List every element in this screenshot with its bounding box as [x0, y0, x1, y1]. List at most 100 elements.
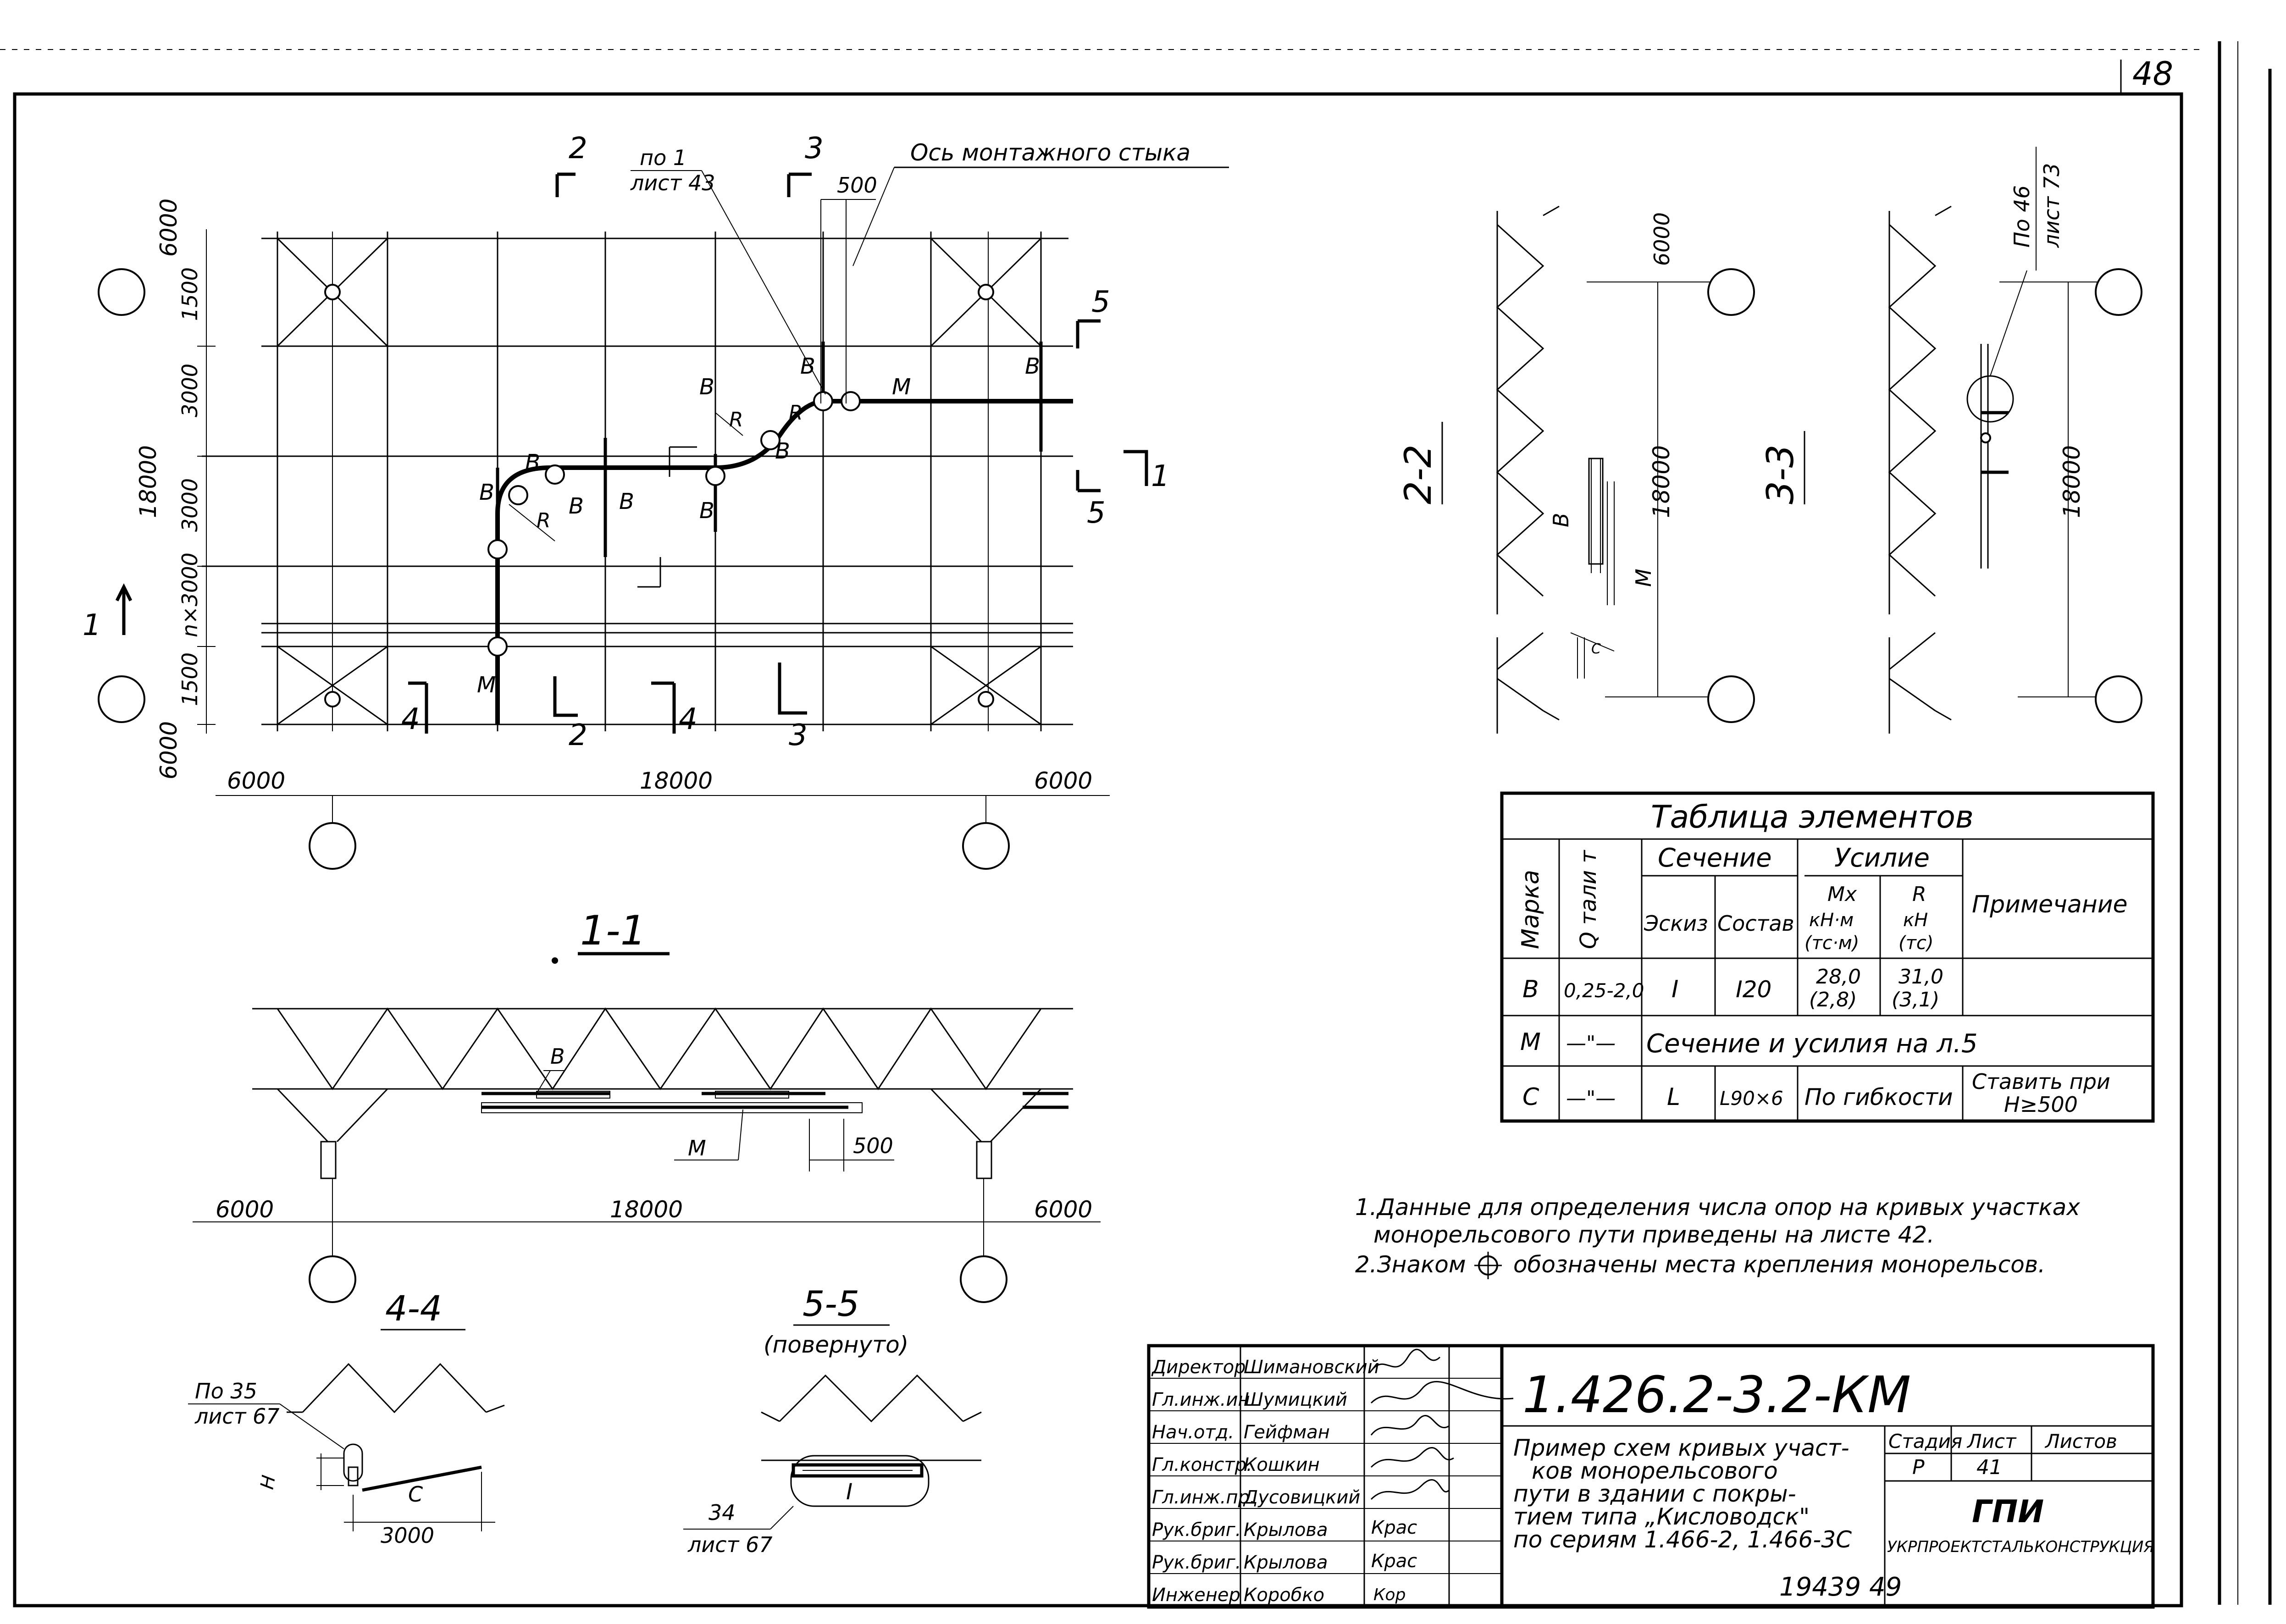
staff-name-4: Дусовицкий — [1243, 1487, 1360, 1508]
staff-role-5: Рук.бриг. — [1152, 1519, 1241, 1541]
row-c-comp: L90×6 — [1720, 1087, 1783, 1110]
label-b-9: В — [1025, 354, 1040, 379]
sheet-label: Лист — [1966, 1430, 2017, 1453]
table-header-q: Q тали т — [1576, 849, 1601, 949]
label-r-1: R — [537, 509, 551, 532]
notes: 1.Данные для определения числа опор на к… — [1355, 1194, 2080, 1279]
section-5-5-i: I — [846, 1479, 852, 1505]
section-4-4-dim: 3000 — [381, 1523, 434, 1548]
staff-name-7: Коробко — [1244, 1585, 1324, 1606]
plan-dims-bottom: 6000 18000 6000 — [216, 768, 1110, 796]
staff-name-3: Кошкин — [1244, 1454, 1320, 1475]
table-title: Таблица элементов — [1651, 799, 1974, 835]
staff-role-2: Нач.отд. — [1152, 1422, 1234, 1443]
section-4-4-ref-top: По 35 — [195, 1379, 257, 1403]
signatures: Крас Крас Кор — [1370, 1348, 1514, 1604]
section-2-2-label-m: М — [1631, 569, 1656, 587]
dim-bottom-2: 6000 — [1034, 768, 1092, 794]
table-header-mx-2: кН·м — [1809, 910, 1854, 931]
label-b-4: В — [619, 489, 634, 514]
description-line-3: пути в здании с покры- — [1513, 1480, 1796, 1507]
dim-left-7: 6000 — [155, 721, 182, 779]
table-header-marka: Марка — [1517, 870, 1544, 949]
dim-left-6: 1500 — [177, 652, 202, 706]
row-b-r-1: 31,0 — [1899, 965, 1943, 989]
staff-grid — [1149, 1378, 1502, 1574]
row-c-sketch: L — [1667, 1083, 1680, 1111]
section-2-2-label-b: В — [1549, 513, 1573, 527]
staff-name-5: Крылова — [1244, 1519, 1328, 1541]
plan-view: В В В В В В В В В М М R R R 2 3 5 5 — [83, 132, 1229, 870]
table-header-sketch: Эскиз — [1644, 911, 1708, 936]
title-block: Директор Шимановский Гл.инж.ин. Шумицкий… — [1147, 1344, 2155, 1609]
section-4-4-label-h: H — [257, 1474, 280, 1491]
drawing-code: 1.426.2-3.2-КМ — [1522, 1365, 1911, 1424]
org-full: УКРПРОЕКТСТАЛЬКОНСТРУКЦИЯ — [1887, 1538, 2154, 1556]
table-header-mx-1: Mx — [1827, 883, 1857, 906]
dim-left-2: 3000 — [177, 364, 202, 417]
description-line-5: по сериям 1.466-2, 1.466-3С — [1513, 1526, 1852, 1553]
org-name: ГПИ — [1972, 1494, 2044, 1530]
attachment-symbol-icon — [1474, 1252, 1502, 1279]
ref-1-bottom: лист 43 — [630, 171, 715, 195]
plan-grid-lines — [202, 232, 1073, 731]
row-m-merged: Сечение и усилия на л.5 — [1646, 1029, 1978, 1059]
label-m-plan: М — [892, 374, 911, 400]
staff-role-3: Гл.констр. — [1152, 1454, 1252, 1475]
sheets-label: Листов — [2044, 1430, 2117, 1453]
ref-1-top: по 1 — [640, 145, 686, 170]
section-5-5-ref-top: 34 — [708, 1500, 736, 1525]
plan-x-bracing — [277, 238, 1042, 725]
section-2-2-label-c: С — [1591, 641, 1601, 657]
table-header-r-2: кН — [1903, 910, 1928, 931]
page-number: 48 — [2132, 55, 2173, 93]
label-b-1: В — [479, 480, 494, 505]
section-2-2: 2-2 6000 18000 В М С — [1397, 205, 1755, 734]
section-4-4: 4-4 По 35 лист 67 H С 3000 — [188, 1288, 505, 1548]
stamp-number: 19439 49 — [1779, 1572, 1902, 1602]
table-header-composition: Состав — [1717, 911, 1794, 936]
section-2-2-dim-main: 18000 — [1648, 445, 1675, 518]
row-m-q: —"— — [1566, 1032, 1616, 1055]
section-5-5-title: 5-5 — [803, 1283, 859, 1324]
signature-6: Крас — [1371, 1517, 1417, 1538]
row-b-comp: I20 — [1736, 976, 1771, 1003]
staff-name-0: Шимановский — [1244, 1357, 1379, 1378]
cut-1-right: 1 — [1151, 459, 1170, 493]
section-4-4-title: 4-4 — [385, 1288, 442, 1329]
row-c-q: —"— — [1566, 1087, 1616, 1110]
label-m-plan-2: М — [477, 672, 496, 698]
label-b-8: В — [800, 354, 815, 379]
dim-left-4: 3000 — [177, 478, 202, 532]
row-b-q: 0,25-2,0 — [1564, 979, 1644, 1002]
row-b-mx-1: 28,0 — [1816, 965, 1861, 989]
table-header-note: Примечание — [1972, 891, 2128, 918]
row-b-sketch: I — [1672, 976, 1678, 1003]
sheet-value: 41 — [1976, 1456, 2002, 1479]
dim-left-1: 1500 — [177, 267, 202, 321]
cut-5-bottom: 5 — [1087, 496, 1106, 530]
cut-2-top: 2 — [569, 132, 587, 166]
plan-dims-left: 6000 1500 3000 18000 3000 n×3000 1500 60… — [135, 199, 216, 779]
row-m-marka: М — [1520, 1028, 1541, 1056]
section-3-3: 3-3 18000 По 46 лист 73 — [1759, 147, 2142, 734]
staff-role-4: Гл.инж.пр. — [1152, 1487, 1256, 1508]
attachment-points — [487, 391, 861, 657]
signature-7: Крас — [1371, 1551, 1417, 1572]
plan-labels: В В В В В В В В В М М R R R — [477, 354, 1040, 698]
section-3-3-dim-main: 18000 — [2059, 445, 2085, 518]
staff-role-0: Директор — [1151, 1357, 1246, 1378]
section-1-1-label-m: М — [688, 1136, 706, 1160]
label-b-6: В — [699, 374, 714, 400]
section-3-3-title: 3-3 — [1759, 444, 1802, 504]
label-r-3: R — [789, 401, 803, 425]
row-c-note-2: H≥500 — [2004, 1092, 2078, 1117]
row-c-force: По гибкости — [1804, 1084, 1953, 1110]
section-5-5-ref-bottom: лист 67 — [687, 1532, 773, 1557]
row-c-note-1: Ставить при — [1972, 1069, 2110, 1094]
section-3-3-ref-top: По 46 — [2009, 185, 2034, 248]
stage-value: Р — [1912, 1456, 1925, 1479]
note-1-line-1: 1.Данные для определения числа опор на к… — [1355, 1194, 2080, 1221]
staff-name-1: Шумицкий — [1244, 1389, 1347, 1410]
